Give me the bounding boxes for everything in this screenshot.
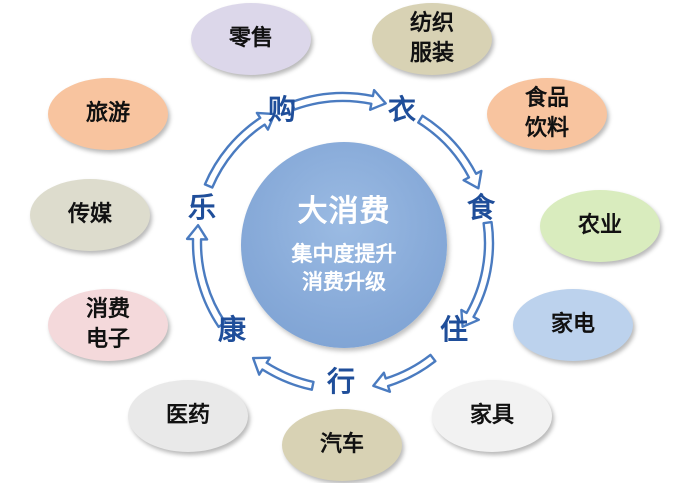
center-line-1: 集中度提升 bbox=[291, 242, 397, 266]
cycle-arrow-6 bbox=[185, 224, 227, 329]
cycle-char-kang: 康 bbox=[217, 313, 246, 346]
bubble-auto: 汽车 bbox=[282, 409, 402, 481]
cycle-arrow-3 bbox=[460, 220, 495, 328]
bubble-retail: 零售 bbox=[191, 3, 311, 75]
bubble-agriculture: 农业 bbox=[540, 190, 660, 262]
bubble-travel: 旅游 bbox=[48, 78, 168, 150]
center-title: 大消费 bbox=[297, 194, 391, 229]
cycle-char-yi: 衣 bbox=[387, 93, 416, 126]
bubble-media: 传媒 bbox=[30, 179, 150, 251]
cycle-char-le: 乐 bbox=[187, 191, 216, 224]
cycle-arrow-4 bbox=[372, 353, 437, 393]
bubble-furniture: 家具 bbox=[432, 380, 552, 452]
bubble-electronics: 消费电子 bbox=[48, 289, 168, 361]
bubble-textile: 纺织服装 bbox=[372, 3, 492, 75]
center-circle: 大消费 集中度提升 消费升级 bbox=[241, 142, 447, 348]
cycle-char-zhu: 住 bbox=[439, 313, 468, 346]
bubble-appliance: 家电 bbox=[513, 289, 633, 361]
bubble-pharma: 医药 bbox=[128, 380, 248, 452]
cycle-char-gou: 购 bbox=[267, 93, 296, 126]
cycle-char-xing: 行 bbox=[326, 365, 355, 398]
cycle-arrow-2 bbox=[417, 114, 483, 190]
cycle-arrow-7 bbox=[203, 111, 276, 189]
cycle-char-shi: 食 bbox=[466, 191, 495, 224]
center-line-2: 消费升级 bbox=[302, 270, 386, 294]
cycle-arrow-5 bbox=[251, 356, 315, 391]
cycle-arrow-1 bbox=[290, 88, 387, 111]
bubble-food: 食品饮料 bbox=[487, 78, 607, 150]
